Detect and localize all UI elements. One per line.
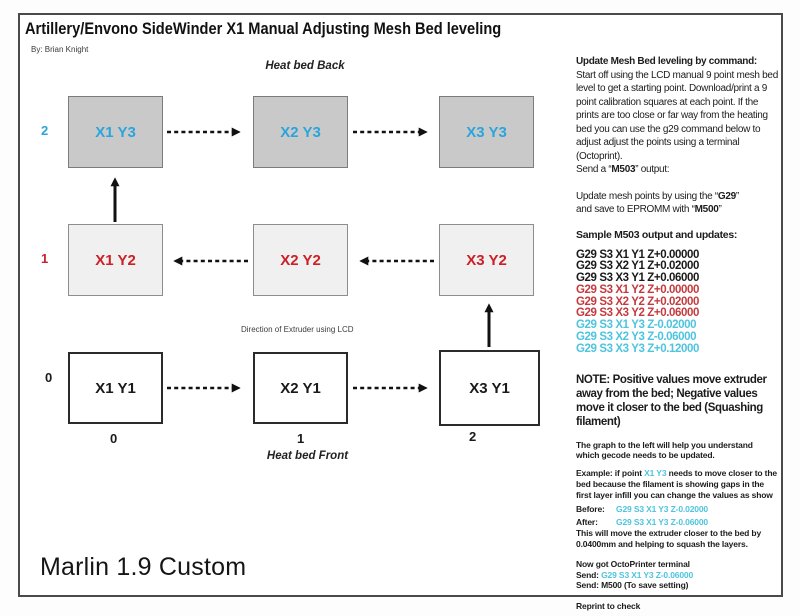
gcode-line: G29 S3 X1 Y1 Z+0.00000 <box>576 248 700 261</box>
send-pre: Send a “ <box>576 164 612 175</box>
send-m503-line: Send a “M503” output: <box>576 164 670 175</box>
gcode-line: G29 S3 X3 Y3 Z+0.12000 <box>576 342 700 355</box>
send-post: ” output: <box>635 164 670 175</box>
direction-of-extruder-note: Direction of Extruder using LCD <box>241 325 354 334</box>
row-axis-label-0: 0 <box>45 370 53 385</box>
octoprinter-block: Now got OctoPrinter terminal Send: G29 S… <box>576 559 778 591</box>
node-x2y2: X2 Y2 <box>253 224 348 296</box>
gcode-line: G29 S3 X1 Y2 Z+0.00000 <box>576 283 700 296</box>
update2-post: ” <box>718 204 722 215</box>
after-row: After: G29 S3 X1 Y3 Z-0.06000 <box>576 517 778 528</box>
heat-bed-back-label: Heat bed Back <box>265 60 345 72</box>
g29-code: G29 <box>717 190 736 202</box>
byline: By: Brian Knight <box>31 45 89 54</box>
octo-title: Now got OctoPrinter terminal <box>576 558 690 569</box>
m503-code: M503 <box>611 164 636 175</box>
example-pre: Example: if point <box>576 468 645 479</box>
node-x1y2: X1 Y2 <box>68 224 163 296</box>
gcode-line: G29 S3 X2 Y3 Z-0.06000 <box>576 331 697 344</box>
reprint-note: Reprint to check <box>576 601 641 612</box>
update-points-text: Update mesh points by using the “G29” an… <box>576 190 778 217</box>
after-code: G29 S3 X1 Y3 Z-0.06000 <box>616 517 708 528</box>
gcode-line: G29 S3 X3 Y1 Z+0.06000 <box>576 272 700 285</box>
gcode-line: G29 S3 X3 Y2 Z+0.06000 <box>576 307 700 320</box>
gcode-line: G29 S3 X2 Y2 Z+0.02000 <box>576 295 700 308</box>
row-axis-label-1: 1 <box>41 251 49 266</box>
node-x3y1: X3 Y1 <box>439 350 540 426</box>
send1-code: G29 S3 X1 Y3 Z-0.06000 <box>601 569 694 580</box>
update1-post: ” <box>735 190 739 202</box>
instructions-text: Start off using the LCD manual 9 point m… <box>576 69 778 177</box>
footer-text: Marlin 1.9 Custom <box>40 553 247 581</box>
example-result: This will move the extruder closer to th… <box>576 528 762 550</box>
col-axis-label-2: 2 <box>469 429 477 444</box>
gcode-line: G29 S3 X1 Y3 Z-0.02000 <box>576 319 697 332</box>
instructions-heading: Update Mesh Bed leveling by command: <box>576 56 757 67</box>
before-code: G29 S3 X1 Y3 Z-0.02000 <box>616 503 708 514</box>
node-x1y3: X1 Y3 <box>68 96 163 168</box>
example-point: X1 Y3 <box>644 468 667 479</box>
example-post: needs to move closer to the bed because … <box>576 468 777 500</box>
node-x2y1: X2 Y1 <box>253 352 348 424</box>
sample-heading: Sample M503 output and updates: <box>576 228 738 241</box>
graph-note: The graph to the left will help you unde… <box>576 439 753 461</box>
send2-text: M500 (To save setting) <box>601 580 689 591</box>
col-axis-label-1: 1 <box>297 431 305 446</box>
node-x3y3: X3 Y3 <box>439 96 534 168</box>
gcode-block: G29 S3 X1 Y1 Z+0.00000 G29 S3 X2 Y1 Z+0.… <box>576 248 778 356</box>
example-block: Example: if point X1 Y3 needs to move cl… <box>576 468 778 550</box>
node-x1y1: X1 Y1 <box>68 352 163 424</box>
send2-label: Send: <box>576 580 599 591</box>
intro-text: Start off using the LCD manual 9 point m… <box>576 69 778 162</box>
instructions-panel: Update Mesh Bed leveling by command: Sta… <box>576 55 778 611</box>
m500-code: M500 <box>694 204 719 215</box>
before-label: Before: <box>576 503 605 514</box>
octo-send2: Send: M500 (To save setting) <box>576 580 778 591</box>
gcode-line: G29 S3 X2 Y1 Z+0.02000 <box>576 260 700 273</box>
after-label: After: <box>576 517 598 528</box>
node-x2y3: X2 Y3 <box>253 96 348 168</box>
update1-pre: Update mesh points by using the “ <box>576 190 718 202</box>
before-row: Before: G29 S3 X1 Y3 Z-0.02000 <box>576 504 778 515</box>
octo-send1: Send: G29 S3 X1 Y3 Z-0.06000 <box>576 570 778 581</box>
send1-label: Send: <box>576 569 599 580</box>
col-axis-label-0: 0 <box>110 431 118 446</box>
page-title: Artillery/Envono SideWinder X1 Manual Ad… <box>25 19 502 38</box>
note-text: NOTE: Positive values move extruder away… <box>576 373 767 428</box>
heat-bed-front-label: Heat bed Front <box>266 450 349 462</box>
update2-pre: and save to EPROMM with “ <box>576 204 695 215</box>
row-axis-label-2: 2 <box>41 123 49 138</box>
node-x3y2: X3 Y2 <box>439 224 534 296</box>
